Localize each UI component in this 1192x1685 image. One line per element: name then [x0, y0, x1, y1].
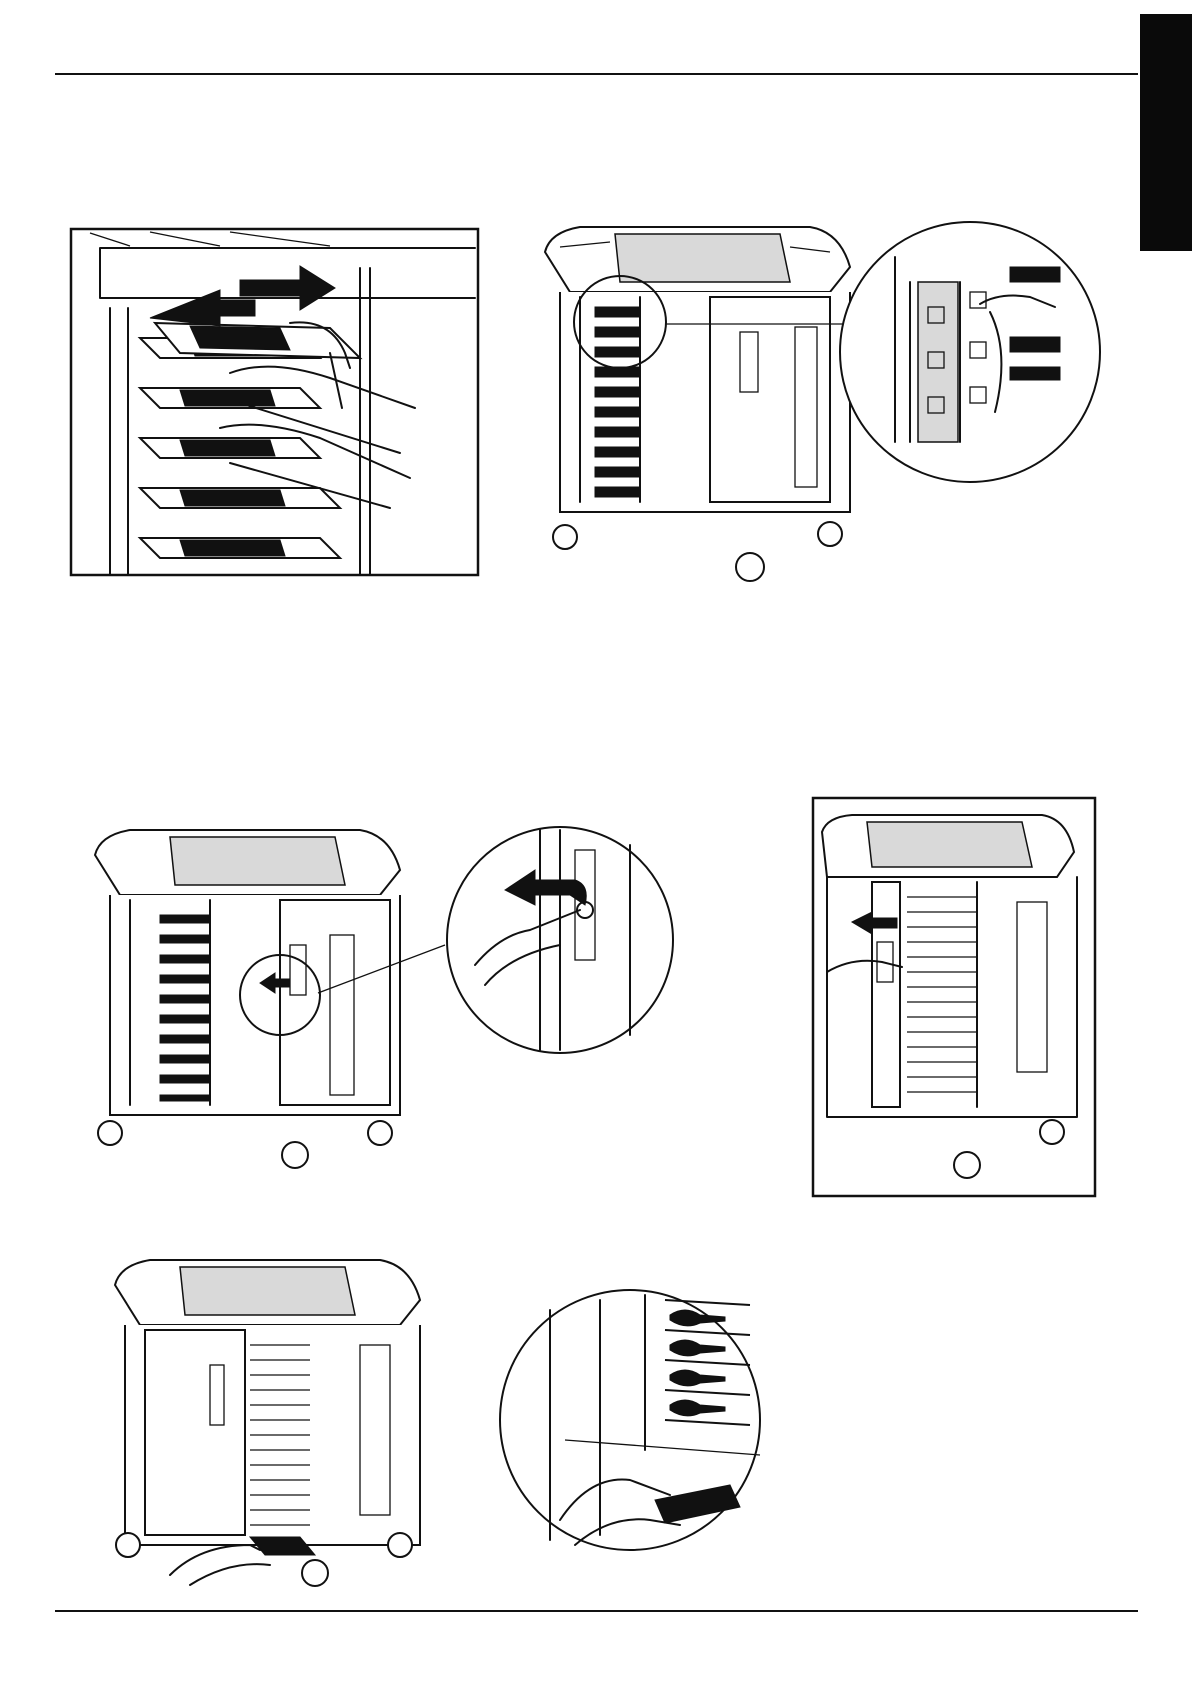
figure-cart-screw	[90, 815, 690, 1180]
figure-cart-slide-panel	[812, 797, 1097, 1197]
figure-cart-cable	[110, 1245, 750, 1590]
figure-tray-slide	[70, 228, 480, 576]
figure-cart-outlets	[540, 212, 1190, 587]
header-rule	[55, 73, 1138, 75]
footer-rule	[55, 1610, 1138, 1612]
